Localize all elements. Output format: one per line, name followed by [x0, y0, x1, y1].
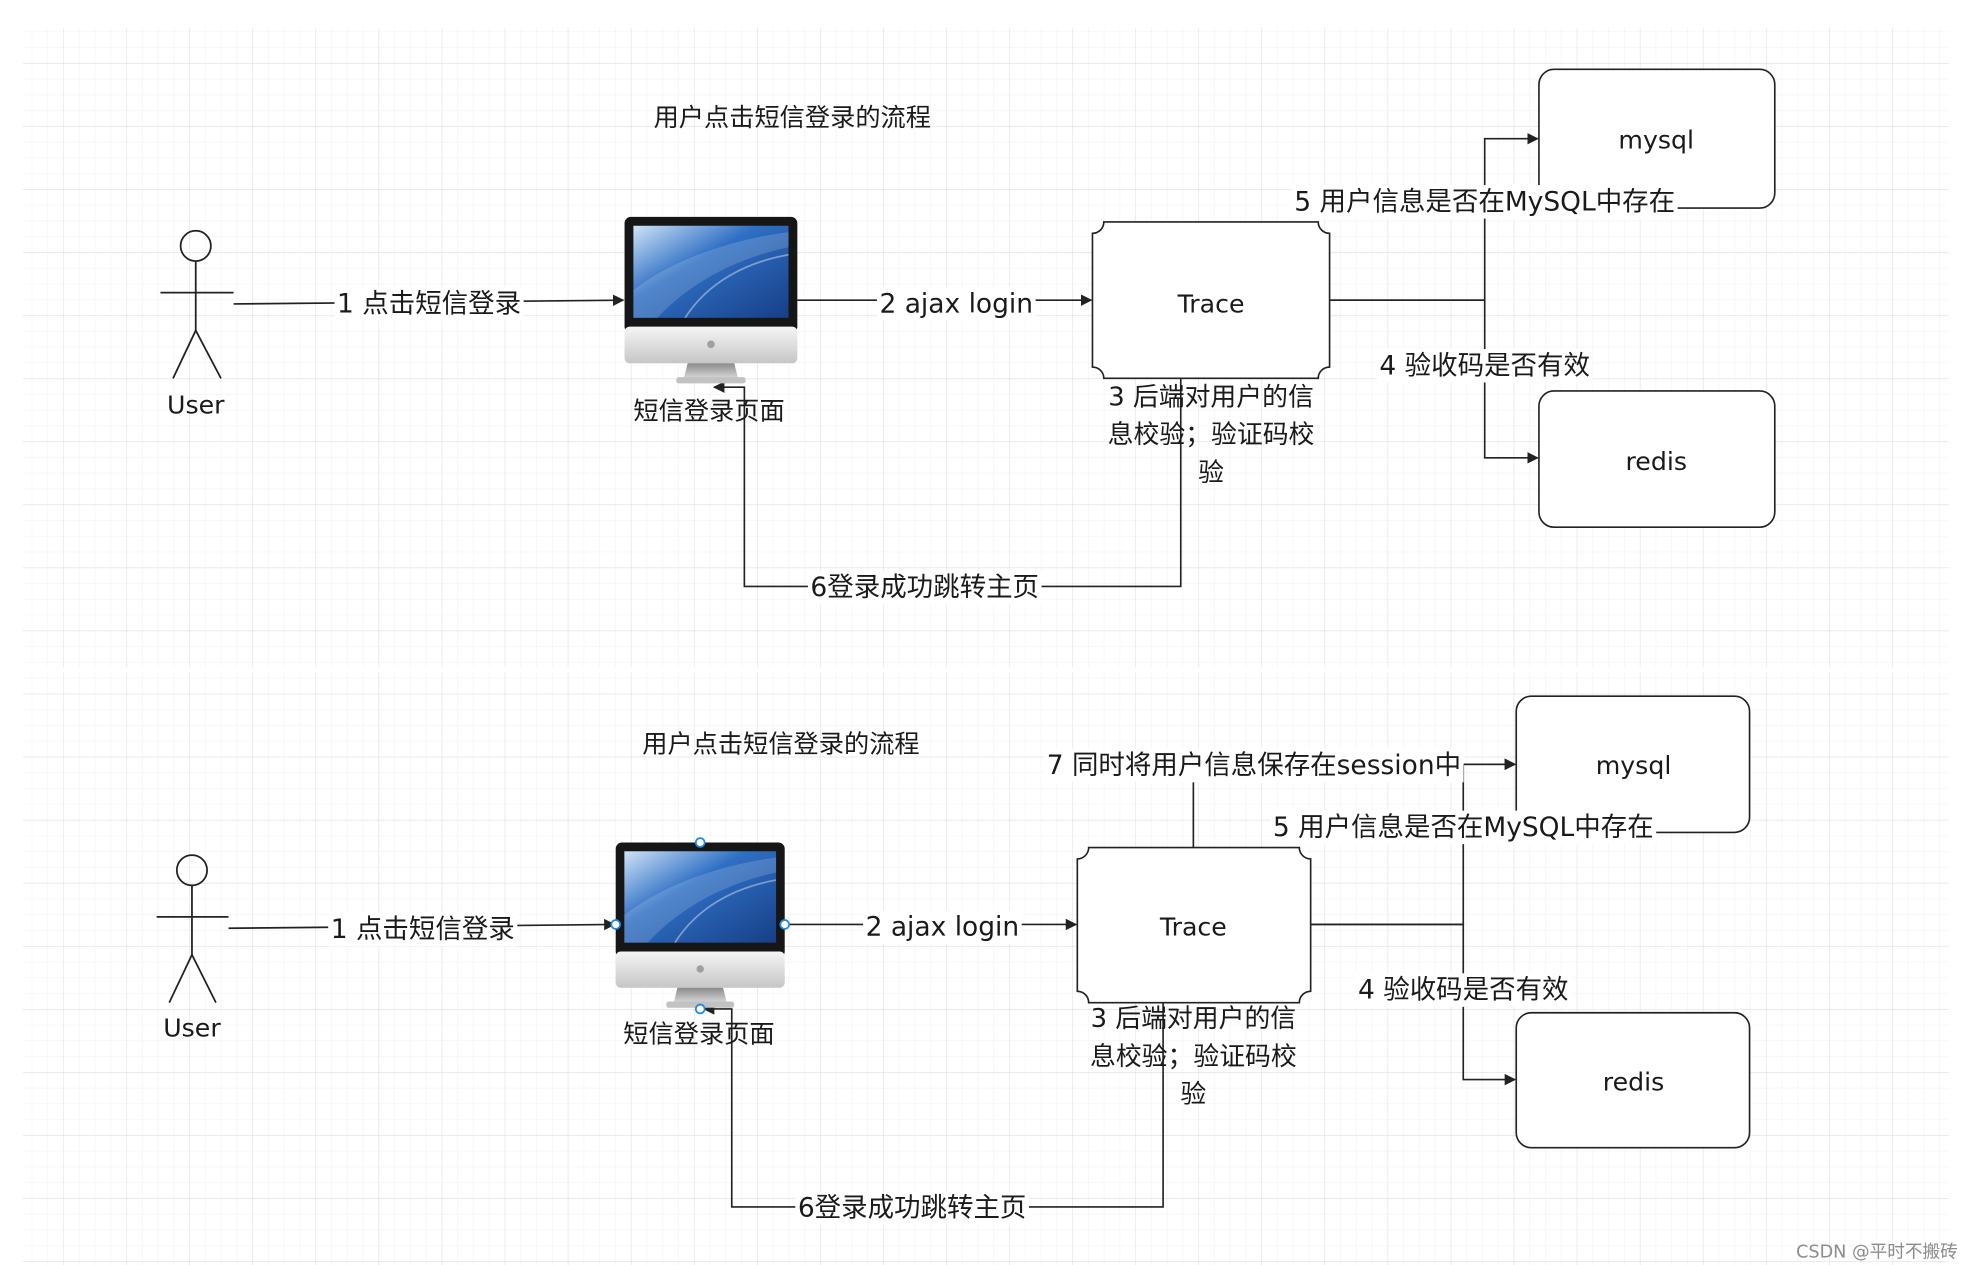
- screen-swoosh: [633, 232, 789, 318]
- edge-label-background: [1291, 185, 1678, 219]
- edge-redirect-home[interactable]: [702, 1002, 1164, 1208]
- redis-box[interactable]: [1538, 390, 1776, 529]
- edge-label-ajax: 2 ajax login: [866, 911, 1020, 942]
- edge-label-background: [863, 910, 1022, 944]
- screen-swoosh-line: [674, 879, 777, 944]
- page-label: 短信登录页面: [633, 397, 784, 426]
- edge-label-background: [1044, 748, 1464, 783]
- edge-label-background: [795, 1191, 1029, 1226]
- edge-label-redirect: 6登录成功跳转主页: [798, 1193, 1027, 1224]
- selection-handle-left[interactable]: [610, 919, 622, 930]
- edge-label-background: [807, 570, 1042, 605]
- actor-label: User: [163, 1013, 221, 1042]
- page-label: 短信登录页面: [623, 1020, 774, 1049]
- edge-label-save-session: 7 同时将用户信息保存在session中: [1047, 750, 1461, 781]
- monitor-power-dot: [696, 965, 704, 973]
- actor-left-leg[interactable]: [172, 330, 197, 379]
- flow-panel-bottom: 用户点击短信登录的流程 User 短信登录页面: [156, 695, 1751, 1226]
- stick-figure-icon[interactable]: [160, 229, 234, 379]
- trace-server-box[interactable]: [1076, 846, 1312, 1004]
- edge-label-check-user: 5 用户信息是否在MySQL中存在: [1273, 812, 1654, 843]
- edge-label-background: [1376, 348, 1593, 383]
- trace-note-line: 验: [1198, 458, 1224, 488]
- selection-handle-bottom[interactable]: [694, 1003, 706, 1015]
- monitor-stand[interactable]: [683, 363, 739, 379]
- screen-swoosh: [624, 857, 777, 943]
- edge-label-verify-code: 4 验收码是否有效: [1379, 350, 1590, 381]
- flow-panel-top: 用户点击短信登录的流程 User 短信登录页面 Trace mys: [160, 68, 1776, 605]
- redis-label: redis: [1603, 1068, 1664, 1097]
- edge-label-check-user: 5 用户信息是否在MySQL中存在: [1294, 186, 1675, 217]
- actor-label: User: [167, 390, 225, 419]
- stick-figure-icon[interactable]: [156, 854, 229, 1004]
- selection-handle-top[interactable]: [694, 837, 706, 848]
- mysql-label: mysql: [1618, 125, 1694, 154]
- actor-right-leg[interactable]: [191, 954, 217, 1004]
- trace-note-line: 3 后端对用户的信: [1091, 1004, 1297, 1034]
- diagram-title: 用户点击短信登录的流程: [654, 103, 931, 132]
- screen-swoosh-line: [684, 253, 789, 319]
- trace-server-label: Trace: [1159, 912, 1227, 941]
- desktop-monitor-icon[interactable]: [624, 216, 798, 384]
- trace-note-line: 验: [1180, 1080, 1206, 1110]
- edge-label-background: [334, 287, 524, 321]
- edge-label-redirect: 6登录成功跳转主页: [810, 572, 1039, 603]
- edge-label-background: [876, 287, 1036, 321]
- trace-note-line: 息校验；验证码校: [1090, 1042, 1297, 1072]
- monitor-stand[interactable]: [673, 987, 727, 1003]
- redis-label: redis: [1625, 447, 1686, 476]
- selection-handle-right[interactable]: [779, 919, 791, 930]
- mysql-label: mysql: [1596, 751, 1672, 780]
- redis-box[interactable]: [1515, 1011, 1751, 1149]
- trace-note-line: 3 后端对用户的信: [1108, 382, 1314, 412]
- edge-label-click: 1 点击短信登录: [331, 914, 515, 945]
- monitor-stand-base[interactable]: [676, 377, 746, 384]
- monitor-screen[interactable]: [633, 225, 789, 318]
- trace-server-box[interactable]: [1091, 221, 1331, 380]
- actor-left-leg[interactable]: [168, 954, 193, 1004]
- edge-redirect-home[interactable]: [712, 378, 1182, 588]
- edge-label-background: [1355, 973, 1572, 1007]
- desktop-monitor-icon[interactable]: [615, 842, 785, 1008]
- edge-label-click: 1 点击短信登录: [337, 288, 521, 319]
- monitor-power-dot: [707, 340, 715, 349]
- diagram-title: 用户点击短信登录的流程: [642, 730, 919, 759]
- trace-note-line: 息校验；验证码校: [1108, 420, 1315, 450]
- actor-right-leg[interactable]: [194, 330, 222, 379]
- edge-label-verify-code: 4 验收码是否有效: [1358, 975, 1569, 1006]
- watermark: CSDN @平时不搬砖: [1796, 1241, 1958, 1262]
- monitor-screen[interactable]: [624, 851, 777, 943]
- edge-label-background: [328, 912, 518, 947]
- edge-label-ajax: 2 ajax login: [879, 288, 1033, 319]
- edge-label-background: [1270, 810, 1657, 845]
- trace-server-label: Trace: [1177, 289, 1245, 318]
